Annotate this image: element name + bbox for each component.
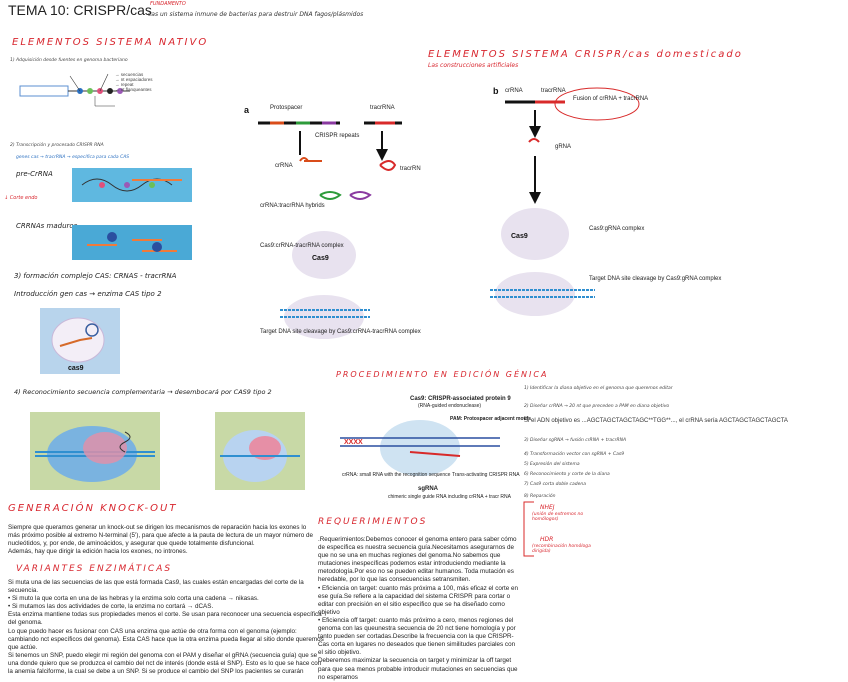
adquisition-sketch xyxy=(19,73,130,107)
proc-sgrna: sgRNA xyxy=(418,486,439,492)
section-requirements-heading: REQUERIMIENTOS xyxy=(318,517,428,527)
section-procedure-heading: PROCEDIMIENTO EN EDICIÓN GÉNICA xyxy=(336,370,549,379)
complex-label-b: Cas9:gRNA complex xyxy=(589,226,644,232)
proc-example: Si el ADN objetivo es ...AGCTAGCTAGCTAGC… xyxy=(524,418,788,424)
proc-note-4: 4) Transformación vector con sgRNA + Cas… xyxy=(524,452,625,457)
variants-text-5: Lo que puedo hacer es fusionar con CAS u… xyxy=(8,627,324,651)
section-native-heading: ELEMENTOS SISTEMA NATIVO xyxy=(12,37,209,48)
hybrids-label: crRNA:tracrRNA hybrids xyxy=(260,203,325,209)
svg-text:cas9: cas9 xyxy=(68,365,84,372)
requirements-text-2: • Eficiencia on target: cuanto más próxi… xyxy=(318,584,518,616)
section-engineered-heading: ELEMENTOS SISTEMA CRISPR/cas domesticado xyxy=(428,49,743,60)
variants-body: Si muta una de las secuencias de las que… xyxy=(8,579,326,676)
cas9-label-a: Cas9 xyxy=(312,255,329,262)
native-step-1: 1) Adquisición desde fuentes en genoma b… xyxy=(10,58,128,63)
adquisition-notes: → secuencias→ nt espaciadores→ repeat→ n… xyxy=(115,72,153,92)
title-note-label: FUNDAMENTO xyxy=(150,1,186,7)
section-engineered-sub: Las construcciones artificiales xyxy=(428,62,519,69)
variants-text-3: • Si mutamos las dos actividades de cort… xyxy=(8,603,214,611)
variants-text-4: Esta enzima mantiene todas sus propiedad… xyxy=(8,611,322,627)
native-step-2: 2) Transcripción y procesado CRISPR RNA xyxy=(10,143,104,148)
knockout-body: Siempre que queramos generar un knock-ou… xyxy=(8,524,318,556)
proc-note-1: 1) Identificar la diana objetivo en el g… xyxy=(524,386,673,391)
proc-crrna: crRNA: small RNA with the recognition se… xyxy=(342,472,451,478)
processing-note: ↓ Corte endo xyxy=(4,195,38,201)
hdr-label: HDR xyxy=(540,536,554,543)
grna-label: gRNA xyxy=(555,144,571,150)
knockout-text-1: Siempre que queramos generar un knock-ou… xyxy=(8,524,314,548)
figure-a: a Protospacer tracrRNA CRISPR repeats cr… xyxy=(244,105,421,339)
procedure-figure: Cas9: CRISPR-associated protein 9 (RNA-g… xyxy=(340,396,531,500)
proc-note-5: 5) Expresión del sistema xyxy=(524,462,580,467)
target-label-b: Target DNA site cleavage by Cas9:gRNA co… xyxy=(589,276,721,282)
section-knockout-heading: GENERACIÓN KNOCK-OUT xyxy=(8,503,178,514)
requirements-text-4: Deberemos maximizar la secuencia on targ… xyxy=(318,657,518,681)
precrna-label: pre-CrRNA xyxy=(16,170,53,178)
knockout-text-2: Además, hay que dirigir la edición hacia… xyxy=(8,548,188,556)
proc-pam: PAM: Protospacer adjacent motifs xyxy=(450,416,531,422)
proc-subtitle: (RNA-guided endonuclease) xyxy=(418,403,481,409)
crispr-repeats-label: CRISPR repeats xyxy=(315,133,359,139)
proc-note-7: 7) Cas9 corta doble cadena xyxy=(524,482,586,487)
proc-note-8: 8) Reparación xyxy=(524,494,556,499)
figure-b-panel: b xyxy=(493,86,499,96)
crrna-label-a: crRNA xyxy=(275,163,293,169)
figure-b: b crRNA tracrRNA Fusion of crRNA + tracr… xyxy=(490,86,721,316)
proc-note-3: 3) Diseñar sgRNA → fusión crRNA + tracrR… xyxy=(524,438,627,443)
svg-text:XXXX: XXXX xyxy=(344,439,363,446)
title-note-text: cas un sistema inmune de bacterias para … xyxy=(148,11,364,18)
native-step-3b: Introducción gen cas → enzima CAS tipo 2 xyxy=(14,290,162,298)
variants-text-1: Si muta una de las secuencias de las que… xyxy=(8,579,304,595)
proc-note-2: 2) Diseñar crRNA → 20 nt que preceden a … xyxy=(524,404,670,409)
recognition-image-2 xyxy=(215,412,305,490)
tracrrn-label: tracrRN xyxy=(400,166,421,172)
nhej-label: NHEJ xyxy=(540,504,555,511)
hdr-sub: (recombinación homóloga dirigida) xyxy=(532,544,591,554)
requirements-body: .Requerimientos:Debemos conocer el genom… xyxy=(318,536,518,682)
proc-note-6: 6) Reconocimiento y corte de la diana xyxy=(524,472,610,477)
variants-text-6: Si tenemos un SNP, puedo elegir mi regió… xyxy=(8,651,322,676)
native-step-4: 4) Reconocimiento secuencia complementar… xyxy=(14,388,272,396)
recognition-image-1 xyxy=(30,412,160,490)
cas9-image: cas9 xyxy=(40,308,120,374)
target-label-a: Target DNA site cleavage by Cas9:crRNA-t… xyxy=(260,329,421,335)
native-step-2-sub: genes cas → tracrRNA → específica para c… xyxy=(16,155,130,160)
crrna-label-b: crRNA xyxy=(505,88,523,94)
figure-a-panel: a xyxy=(244,105,250,115)
repair-bracket xyxy=(523,501,534,557)
precrna-image xyxy=(72,168,192,202)
tracrrna-label-b: tracrRNA xyxy=(541,88,566,94)
complex-label-a: Cas9:crRNA-tracrRNA complex xyxy=(260,243,344,249)
section-variants-heading: VARIANTES ENZIMÁTICAS xyxy=(16,564,173,574)
crnas-label: CRRNAs maduros xyxy=(16,222,78,230)
protospacer-label: Protospacer xyxy=(270,105,302,111)
page-title: TEMA 10: CRISPR/cas xyxy=(8,2,152,18)
requirements-text-1: .Requerimientos:Debemos conocer el genom… xyxy=(318,536,517,584)
proc-sgrna-sub: chimeric single guide RNA including crRN… xyxy=(388,494,512,500)
nhej-sub: (unión de extremos no homólogos) xyxy=(532,512,584,522)
requirements-text-3: • Eficiencia off target: cuanto más próx… xyxy=(318,616,516,657)
variants-text-2: • Si muto la que corta en una de las heb… xyxy=(8,595,259,603)
native-step-3a: 3) formación complejo CAS: CRNAS - tracr… xyxy=(14,272,177,280)
proc-title: Cas9: CRISPR-associated protein 9 xyxy=(410,396,511,402)
proc-tracr: Trans-activating CRISPR RNA xyxy=(452,472,520,478)
fusion-label: Fusion of crRNA + tracrRNA xyxy=(573,96,648,102)
tracrrna-top-label: tracrRNA xyxy=(370,105,395,111)
cas9-label-b: Cas9 xyxy=(511,233,528,240)
crnas-image xyxy=(72,225,192,260)
